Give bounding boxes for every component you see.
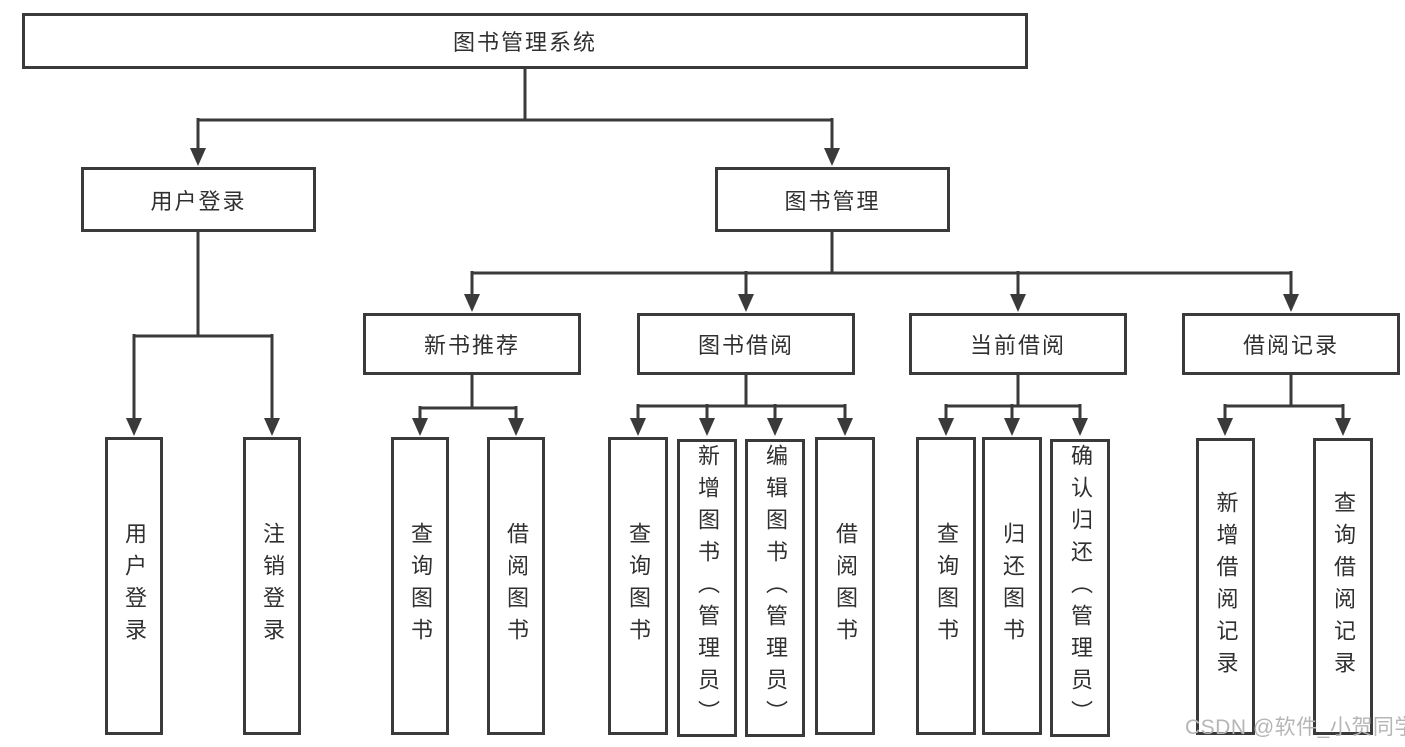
connector-book-borrowing-to-leaves: [630, 375, 853, 436]
leaf-records-add-record-label: 新增借阅记录: [1213, 490, 1239, 683]
leaf-borrowing-query-books: 查询图书: [608, 437, 668, 735]
leaf-current-query-books: 查询图书: [916, 437, 976, 735]
node-book-borrowing: 图书借阅: [637, 313, 855, 375]
leaf-logout-label: 注销登录: [260, 522, 285, 650]
leaf-records-query-record: 查询借阅记录: [1313, 438, 1373, 735]
leaf-records-query-record-label: 查询借阅记录: [1331, 490, 1356, 683]
leaf-current-query-books-label: 查询图书: [934, 522, 959, 650]
leaf-records-add-record: 新增借阅记录: [1196, 438, 1255, 735]
node-new-book-recommendation-label: 新书推荐: [423, 333, 520, 358]
leaf-borrowing-query-books-label: 查询图书: [626, 522, 651, 650]
leaf-borrowing-borrow-books-label: 借阅图书: [833, 522, 858, 650]
leaf-logout: 注销登录: [243, 437, 301, 735]
node-new-book-recommendation: 新书推荐: [363, 313, 581, 375]
node-user-login: 用户登录: [81, 167, 316, 232]
leaf-user-login: 用户登录: [105, 437, 163, 735]
leaf-borrowing-borrow-books: 借阅图书: [815, 437, 875, 735]
connector-new-book-recommendation-to-leaves: [412, 375, 524, 436]
node-library-system: 图书管理系统: [22, 13, 1028, 69]
leaf-recommend-borrow-books: 借阅图书: [487, 437, 545, 735]
leaf-current-confirm-return-admin-label: 确认归还（管理员）: [1068, 444, 1093, 732]
leaf-borrowing-add-books-admin-label: 新增图书（管理员）: [695, 444, 720, 732]
leaf-recommend-borrow-books-label: 借阅图书: [504, 522, 529, 650]
watermark: CSDN @软件_小贺同学: [1185, 716, 1405, 739]
leaf-recommend-query-books: 查询图书: [391, 437, 449, 735]
connector-book-management-to-level3: [464, 232, 1299, 312]
node-user-login-label: 用户登录: [150, 188, 247, 214]
leaf-current-confirm-return-admin: 确认归还（管理员）: [1050, 439, 1110, 737]
leaf-current-return-books: 归还图书: [982, 437, 1042, 735]
connector-current-borrowing-to-leaves: [938, 375, 1088, 436]
connector-borrowing-records-to-leaves: [1217, 375, 1351, 436]
node-library-system-label: 图书管理系统: [452, 30, 597, 55]
node-book-management: 图书管理: [715, 167, 950, 232]
leaf-user-login-label: 用户登录: [122, 522, 147, 650]
node-book-management-label: 图书管理: [784, 188, 881, 214]
node-current-borrowing: 当前借阅: [909, 313, 1127, 375]
leaf-recommend-query-books-label: 查询图书: [408, 522, 433, 650]
leaf-current-return-books-label: 归还图书: [1000, 522, 1025, 650]
node-borrowing-records-label: 借阅记录: [1242, 333, 1339, 358]
node-book-borrowing-label: 图书借阅: [697, 333, 794, 358]
connector-root-to-level2: [190, 69, 840, 166]
node-current-borrowing-label: 当前借阅: [969, 333, 1066, 358]
leaf-borrowing-edit-books-admin: 编辑图书（管理员）: [745, 439, 805, 737]
leaf-borrowing-edit-books-admin-label: 编辑图书（管理员）: [763, 444, 788, 732]
leaf-borrowing-add-books-admin: 新增图书（管理员）: [677, 439, 737, 737]
connector-user-login-to-leaves: [126, 232, 280, 436]
node-borrowing-records: 借阅记录: [1182, 313, 1400, 375]
